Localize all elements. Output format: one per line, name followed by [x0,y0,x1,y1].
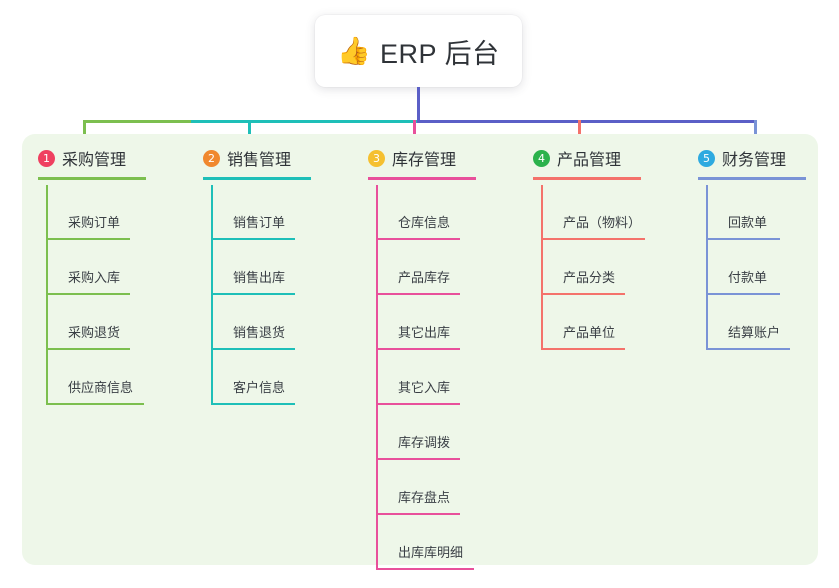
leaf-item-label: 库存盘点 [398,490,451,505]
root-node-erp-backend[interactable]: 👍 ERP 后台 [315,15,522,87]
branch-trunk-line [541,185,543,350]
branch-column-3: 3 库存管理仓库信息产品库存其它出库其它入库库存调拨库存盘点出库库明细 [368,146,476,570]
leaf-item-underline [541,348,625,350]
branch-column-4: 4 产品管理产品（物料） 产品分类产品单位 [533,146,645,350]
leaf-item-label: 产品分类 [563,270,616,285]
leaf-item-underline [211,403,295,405]
leaf-item-label: 产品单位 [563,325,616,340]
branch-underline [368,177,476,180]
branch-title: 库存管理 [392,152,457,169]
branch-trunk-line [706,185,708,350]
leaf-item-underline [376,458,460,460]
leaf-item-underline [46,348,130,350]
branch-underline [203,177,311,180]
leaf-item-label: 销售出库 [233,270,286,285]
branch-header-2[interactable]: 2 销售管理 [203,146,291,170]
leaf-item-label: 回款单 [728,215,768,230]
branch-trunk-line [376,185,378,570]
thumbs-up-icon: 👍 [337,35,372,66]
leaf-item-label: 其它入库 [398,380,451,395]
leaf-item-underline [706,293,780,295]
bus-segment-3 [417,120,757,123]
branch-title: 财务管理 [722,152,787,169]
leaf-item-underline [376,293,460,295]
leaf-item-underline [376,238,460,240]
leaf-item-label: 采购订单 [68,215,121,230]
branch-number-badge: 4 [533,149,550,167]
leaf-item-label: 采购入库 [68,270,121,285]
root-stem-line [417,87,420,122]
branch-column-1: 1 采购管理采购订单采购入库采购退货供应商信息 [38,146,146,405]
branch-number-badge: 3 [368,149,385,167]
branch-header-4[interactable]: 4 产品管理 [533,146,621,170]
leaf-item-label: 仓库信息 [398,215,451,230]
branch-column-5: 5 财务管理回款单付款单结算账户 [698,146,806,350]
branch-number-badge: 2 [203,149,220,167]
leaf-item-underline [541,238,645,240]
branch-header-5[interactable]: 5 财务管理 [698,146,786,170]
leaf-item-underline [211,348,295,350]
leaf-item-underline [376,568,474,570]
branch-underline [533,177,641,180]
leaf-item-underline [376,348,460,350]
leaf-item-label: 采购退货 [68,325,121,340]
leaf-item-underline [46,403,144,405]
leaf-item-label: 供应商信息 [68,380,134,395]
branch-underline [698,177,806,180]
branch-header-1[interactable]: 1 采购管理 [38,146,126,170]
leaf-item-label: 客户信息 [233,380,286,395]
leaf-item-label: 结算账户 [728,325,781,340]
leaf-item-underline [46,293,130,295]
branch-title: 采购管理 [62,152,127,169]
leaf-item-underline [211,238,295,240]
leaf-item-label: 产品（物料） [563,215,642,230]
branch-header-3[interactable]: 3 库存管理 [368,146,456,170]
leaf-item-label: 销售退货 [233,325,286,340]
branch-underline [38,177,146,180]
branch-number-badge: 1 [38,149,55,167]
leaf-item-label: 其它出库 [398,325,451,340]
leaf-item-label: 销售订单 [233,215,286,230]
leaf-item-label: 出库库明细 [398,545,464,560]
leaf-item-underline [211,293,295,295]
leaf-item-underline [46,238,130,240]
branch-title: 产品管理 [557,152,622,169]
leaf-item-underline [706,348,790,350]
leaf-item-underline [541,293,625,295]
branch-trunk-line [211,185,213,405]
bus-segment-2 [191,120,419,123]
leaf-item-underline [376,403,460,405]
leaf-item-underline [706,238,780,240]
bus-segment-1 [83,120,193,123]
branch-title: 销售管理 [227,152,292,169]
leaf-item-label: 库存调拨 [398,435,451,450]
branch-number-badge: 5 [698,149,715,167]
leaf-item-underline [376,513,460,515]
root-node-label: ERP 后台 [380,38,500,69]
leaf-item-label: 产品库存 [398,270,451,285]
branch-trunk-line [46,185,48,405]
leaf-item-label: 付款单 [728,270,768,285]
branch-column-2: 2 销售管理销售订单销售出库销售退货客户信息 [203,146,311,405]
